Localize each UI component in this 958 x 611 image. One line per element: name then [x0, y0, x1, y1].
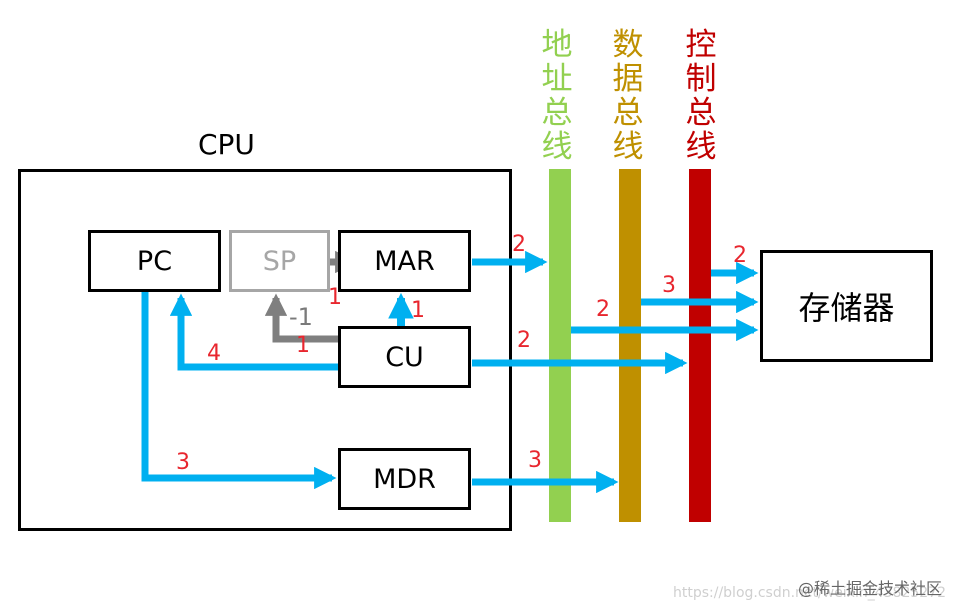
cu-unit: CU — [338, 326, 471, 388]
arrow-cu-to-pc — [169, 293, 338, 371]
arrow-cu-to-sp — [264, 293, 338, 343]
cpu-label: CPU — [198, 128, 255, 161]
label-sp-decrement: -1 — [289, 303, 313, 331]
label-mdr-to-data-bus: 3 — [528, 448, 542, 473]
watermark-text: @稀土掘金技术社区 — [797, 579, 942, 598]
memory-box: 存储器 — [760, 250, 933, 362]
pc-register: PC — [88, 230, 221, 292]
cpu-frame — [18, 169, 512, 531]
arrow-pc-to-mdr — [141, 290, 337, 490]
label-control-bus-to-memory: 2 — [733, 243, 747, 268]
mar-register: MAR — [338, 230, 471, 292]
label-cu-to-mar: 1 — [411, 298, 425, 323]
data-bus-bar — [619, 169, 641, 522]
label-address-bus-to-memory: 2 — [596, 297, 610, 322]
watermark-url: https://blog.csdn.net/weixin_43825272 — [672, 585, 946, 601]
address-bus-title: 地址总线 — [541, 27, 573, 165]
control-bus-bar — [689, 169, 711, 522]
label-cu-to-sp: 1 — [296, 333, 310, 358]
address-bus-bar — [549, 169, 571, 522]
label-data-bus-to-memory: 3 — [662, 273, 676, 298]
data-bus-title: 数据总线 — [612, 27, 644, 165]
label-mar-to-address-bus: 2 — [512, 232, 526, 257]
label-sp-to-mar: 1 — [328, 285, 342, 310]
label-cu-to-pc: 4 — [207, 341, 221, 366]
sp-register: SP — [229, 230, 330, 292]
label-pc-to-mdr: 3 — [176, 450, 190, 475]
label-cu-to-control-bus: 2 — [517, 328, 531, 353]
mdr-register: MDR — [338, 448, 471, 510]
control-bus-title: 控制总线 — [685, 27, 717, 165]
